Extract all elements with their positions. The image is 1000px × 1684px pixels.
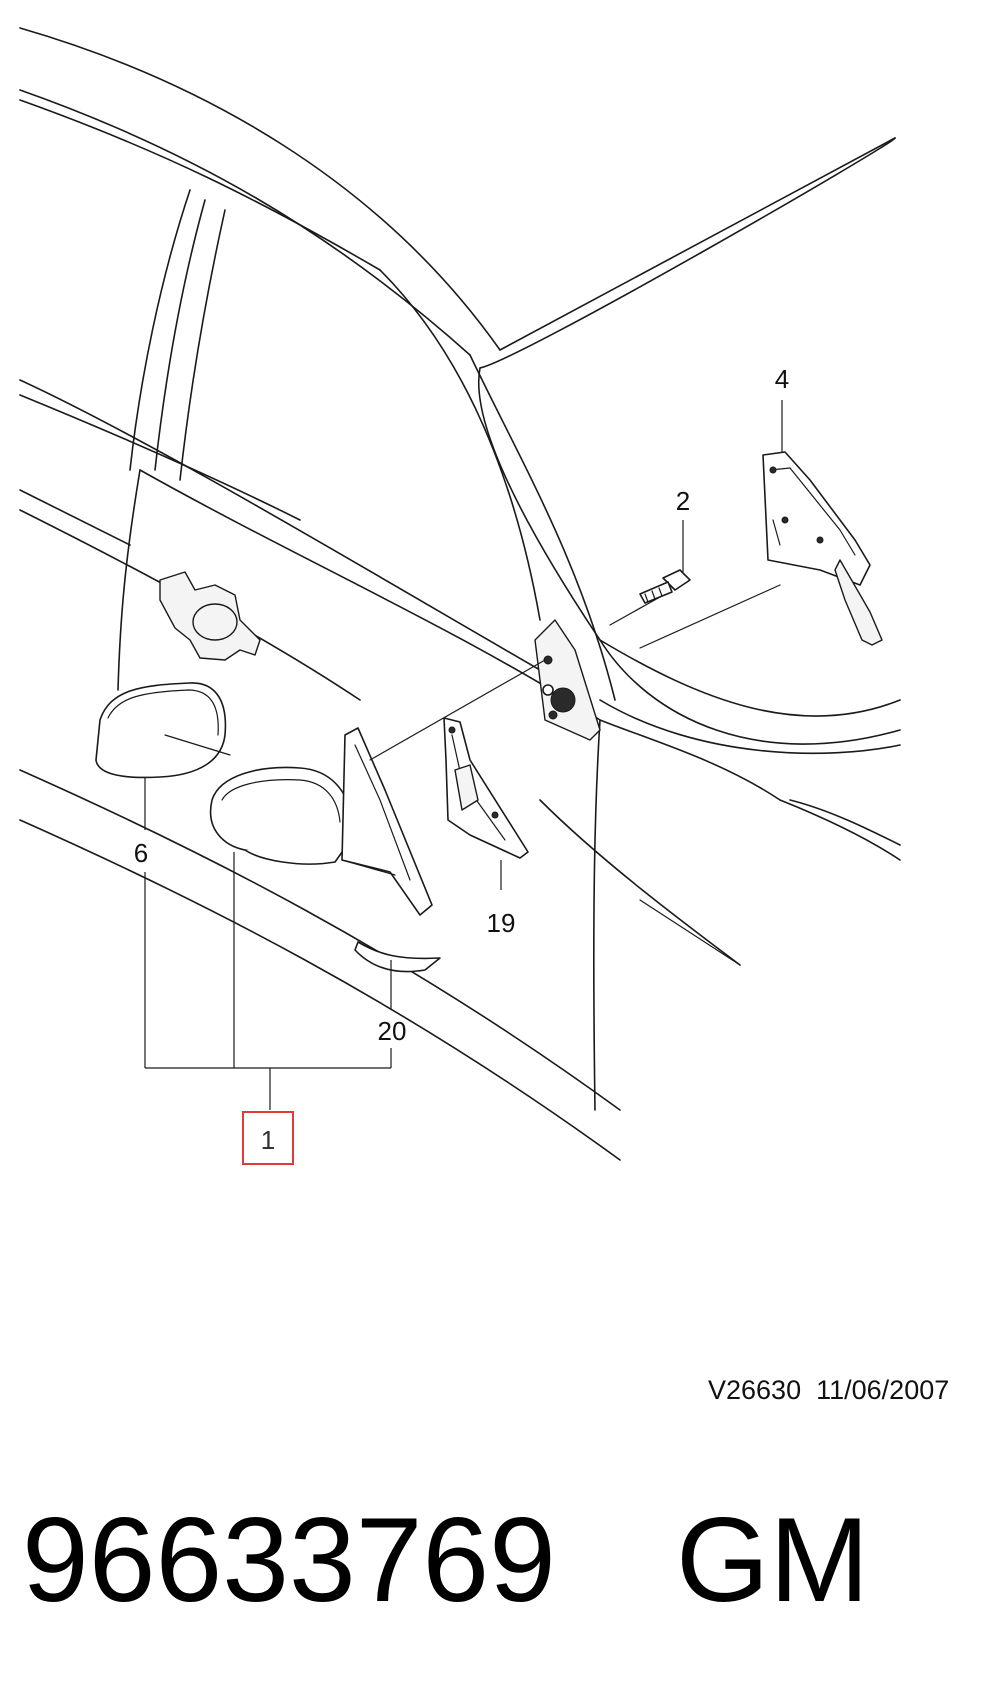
assembly-lines	[164, 584, 781, 761]
mirror-housing	[209, 727, 433, 916]
bracket	[762, 451, 883, 646]
drawing-reference: V26630 11/06/2007	[708, 1375, 949, 1406]
callout-20: 20	[378, 1016, 407, 1046]
callout-2: 2	[676, 486, 690, 516]
callout-19: 19	[487, 908, 516, 938]
brand-label: GM	[676, 1493, 870, 1627]
mirror-glass	[95, 682, 227, 779]
car-body-outline	[19, 27, 901, 1161]
callout-1: 1	[261, 1125, 275, 1155]
drawing-ref-id: V26630	[708, 1375, 802, 1405]
callout-1-highlight-box	[242, 1111, 294, 1165]
callout-6: 6	[134, 838, 148, 868]
callout-4: 4	[775, 364, 789, 394]
callout-leaders	[144, 400, 783, 1110]
inner-trim-patch	[443, 717, 529, 859]
drawing-date: 11/06/2007	[816, 1375, 950, 1405]
part-number: 96633769	[22, 1493, 556, 1627]
callout-labels: 4 2 6 19 20 1	[134, 364, 789, 1165]
trim-strip	[354, 941, 441, 973]
door-frame-patch	[534, 619, 601, 741]
screw	[639, 569, 691, 604]
